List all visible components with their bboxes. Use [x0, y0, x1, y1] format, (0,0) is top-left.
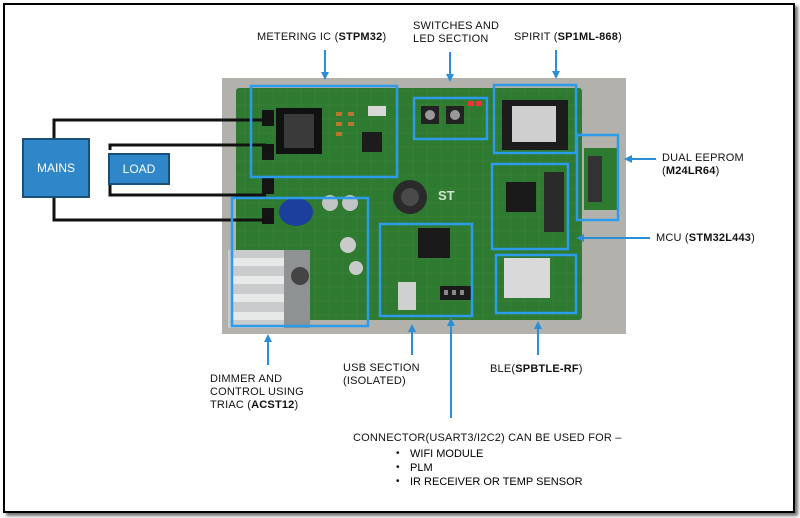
- ble-label-prefix: BLE(: [490, 363, 516, 375]
- header-pins: [544, 172, 564, 232]
- mains-box: MAINS: [22, 138, 90, 198]
- crystal: [368, 106, 386, 116]
- ble-module: [504, 258, 550, 298]
- terminal-block: [262, 110, 274, 224]
- eeprom-line2: (M24LR64): [662, 165, 744, 178]
- stpm32-chip: [362, 132, 382, 152]
- mcu-label: MCU (STM32L443): [656, 232, 755, 245]
- switches-line2: LED SECTION: [413, 33, 489, 45]
- switches-line1: SWITCHES AND: [413, 20, 500, 32]
- mcu-part: STM32L443: [688, 232, 752, 244]
- spirit-outline: [492, 83, 578, 155]
- st-logo: ST: [438, 188, 455, 203]
- ble-outline: [494, 253, 578, 315]
- dimmer-outline: [230, 196, 370, 328]
- metering-label: METERING IC (STPM32): [257, 31, 386, 44]
- x-capacitor: [279, 198, 313, 226]
- metering-label-prefix: METERING IC (: [257, 31, 339, 43]
- connector-use-item: WIFI MODULE: [396, 447, 583, 461]
- usb-outline: [378, 222, 474, 318]
- usb-line1: USB SECTION: [343, 362, 420, 374]
- ble-label-suffix: ): [578, 363, 583, 375]
- callout-arrows: [264, 50, 656, 418]
- dimmer-line3: TRIAC (ACST12): [210, 399, 304, 412]
- eeprom-suffix: ): [715, 165, 720, 177]
- eeprom-part: M24LR64: [665, 165, 716, 177]
- usb-line2: (ISOLATED): [343, 375, 406, 387]
- led: [468, 101, 474, 106]
- connector-use-item: PLM: [396, 461, 583, 475]
- load-box: LOAD: [108, 153, 170, 185]
- dimmer-label: DIMMER AND CONTROL USING TRIAC (ACST12): [210, 373, 304, 412]
- mcu-outline: [490, 162, 570, 251]
- spirit-part: SP1ML-868: [557, 31, 619, 43]
- usb-connector: [398, 282, 416, 310]
- mains-label: MAINS: [36, 161, 75, 175]
- connector-uses-list: WIFI MODULE PLM IR RECEIVER OR TEMP SENS…: [396, 447, 583, 489]
- usb-label: USB SECTION (ISOLATED): [343, 362, 420, 388]
- connector-use-item: IR RECEIVER OR TEMP SENSOR: [396, 475, 583, 489]
- dimmer-suffix: ): [294, 399, 299, 411]
- ble-label: BLE(SPBTLE-RF): [490, 363, 583, 376]
- dimmer-line2: CONTROL USING: [210, 386, 304, 398]
- mains-wiring: [52, 118, 266, 222]
- metering-section-outline: [249, 84, 399, 179]
- metering-label-suffix: ): [382, 31, 387, 43]
- switches-led-outline: [412, 96, 489, 141]
- eeprom-outline: [575, 133, 620, 222]
- led: [476, 101, 482, 106]
- ble-part: SPBTLE-RF: [515, 363, 579, 375]
- switches-label: SWITCHES AND LED SECTION: [413, 20, 499, 46]
- metering-part: STPM32: [338, 31, 383, 43]
- capacitor: [349, 261, 363, 275]
- connector-title: CONNECTOR(USART3/I2C2) CAN BE USED FOR –: [353, 432, 622, 444]
- connector-label: CONNECTOR(USART3/I2C2) CAN BE USED FOR –: [353, 432, 622, 445]
- eeprom-line1: DUAL EEPROM: [662, 152, 744, 164]
- isolator-chip: [418, 228, 450, 258]
- spirit-label-suffix: ): [618, 31, 622, 43]
- eeprom-label: DUAL EEPROM (M24LR64): [662, 152, 744, 178]
- eeprom-prefix: (: [662, 165, 666, 177]
- mcu-chip: [506, 182, 536, 212]
- spirit-label: SPIRIT (SP1ML-868): [514, 31, 622, 44]
- mcu-label-prefix: MCU (: [656, 232, 689, 244]
- dimmer-line1: DIMMER AND: [210, 373, 283, 385]
- heatsink: [228, 250, 310, 328]
- spirit-label-prefix: SPIRIT (: [514, 31, 558, 43]
- dimmer-prefix: TRIAC (: [210, 399, 252, 411]
- dimmer-part: ACST12: [251, 399, 295, 411]
- mcu-label-suffix: ): [751, 232, 755, 244]
- load-label: LOAD: [122, 162, 156, 176]
- capacitor: [340, 237, 356, 253]
